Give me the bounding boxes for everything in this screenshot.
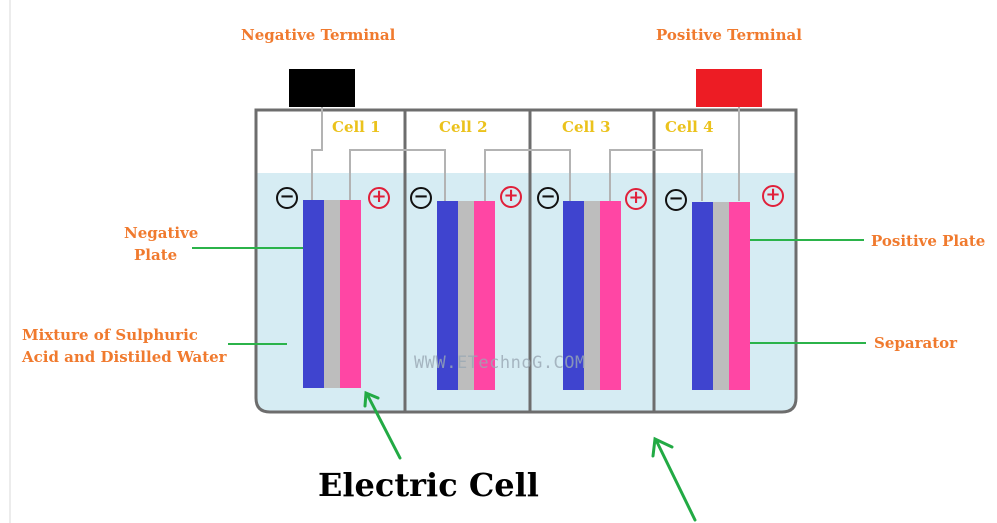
positive-plate-label: Positive Plate <box>871 232 986 250</box>
positive-plate <box>729 202 750 390</box>
separator-plate <box>584 201 600 390</box>
plate-group-cell-2 <box>437 201 495 390</box>
arrow-right <box>654 438 697 522</box>
cell-2-label: Cell 2 <box>439 118 488 136</box>
negative-sign-icon: − <box>276 187 298 209</box>
positive-sign-icon: + <box>762 185 784 207</box>
positive-plate <box>474 201 495 390</box>
plate-group-cell-3 <box>563 201 621 390</box>
diagram-title: Electric Cell <box>318 466 539 504</box>
mixture-label-line1: Mixture of Sulphuric <box>22 326 198 344</box>
plate-group-cell-4 <box>692 202 750 390</box>
positive-sign-icon: + <box>500 186 522 208</box>
negative-plate-label-line2: Plate <box>134 246 178 264</box>
separator-plate <box>713 202 729 390</box>
plate-group-cell-1 <box>303 200 361 388</box>
negative-plate-label-line1: Negative <box>124 224 199 242</box>
pointer-arrows <box>363 390 697 522</box>
positive-sign-icon: + <box>368 187 390 209</box>
negative-sign-icon: − <box>537 187 559 209</box>
mixture-label-line2: Acid and Distilled Water <box>22 348 227 366</box>
battery-case <box>254 108 798 414</box>
negative-plate <box>303 200 324 388</box>
connector-wires <box>311 107 740 201</box>
negative-plate <box>692 202 713 390</box>
separator-plate <box>458 201 474 390</box>
positive-plate <box>340 200 361 388</box>
positive-terminal <box>696 69 762 107</box>
wire-negative-terminal <box>311 107 323 201</box>
negative-sign-icon: − <box>410 187 432 209</box>
watermark: WWW.ETechnoG.COM <box>414 353 586 373</box>
positive-sign-icon: + <box>625 188 647 210</box>
arrow-left <box>365 392 402 460</box>
wire-cell1-cell2 <box>349 149 446 201</box>
negative-plate <box>563 201 584 390</box>
separator-plate <box>324 200 340 388</box>
arrow-right-head <box>651 436 674 458</box>
separator-label: Separator <box>874 334 958 352</box>
cell-1-label: Cell 1 <box>332 118 381 136</box>
negative-plate <box>437 201 458 390</box>
electrolyte <box>257 173 795 411</box>
cell-3-label: Cell 3 <box>562 118 611 136</box>
arrow-left-head <box>363 390 380 408</box>
negative-terminal-label: Negative Terminal <box>241 26 396 44</box>
positive-terminal-label: Positive Terminal <box>656 26 802 44</box>
cell-4-label: Cell 4 <box>665 118 714 136</box>
wire-cell2-cell3 <box>484 149 571 201</box>
positive-plate <box>600 201 621 390</box>
negative-sign-icon: − <box>665 189 687 211</box>
negative-terminal <box>289 69 355 107</box>
wire-cell3-cell4 <box>609 149 703 201</box>
